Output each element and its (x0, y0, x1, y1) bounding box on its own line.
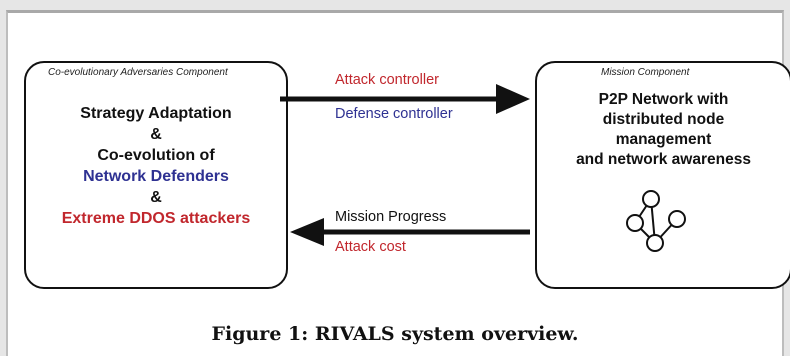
backward-arrowhead (290, 218, 324, 246)
figure-caption: Figure 1: RIVALS system overview. (211, 323, 579, 345)
ampersand-line-2: & (150, 189, 162, 206)
distributed-node-line: distributed node (602, 111, 725, 128)
network-awareness-line: and network awareness (576, 151, 751, 168)
network-defenders-line: Network Defenders (83, 168, 229, 185)
adversaries-component-title: Co-evolutionary Adversaries Component (48, 67, 228, 78)
adversaries-component-box: Co-evolutionary Adversaries Component St… (24, 61, 288, 289)
mission-component-box: Mission Component P2P Network with distr… (535, 61, 790, 289)
management-line: management (615, 131, 712, 148)
mission-component-title: Mission Component (601, 67, 690, 78)
attack-controller-label: Attack controller (335, 72, 439, 88)
attack-cost-label: Attack cost (335, 239, 406, 255)
ampersand-line-1: & (150, 126, 162, 143)
ddos-attackers-line: Extreme DDOS attackers (61, 210, 251, 227)
arrows-layer (280, 84, 530, 246)
mission-progress-label: Mission Progress (335, 209, 447, 225)
network-graph-icon (626, 190, 686, 252)
forward-arrowhead (496, 84, 530, 114)
defense-controller-label: Defense controller (335, 106, 453, 122)
strategy-adaptation-line: Strategy Adaptation (80, 105, 232, 122)
figure-sheet: Co-evolutionary Adversaries Component St… (6, 10, 790, 356)
p2p-network-line: P2P Network with (598, 91, 729, 108)
coevolution-line: Co-evolution of (97, 147, 215, 164)
